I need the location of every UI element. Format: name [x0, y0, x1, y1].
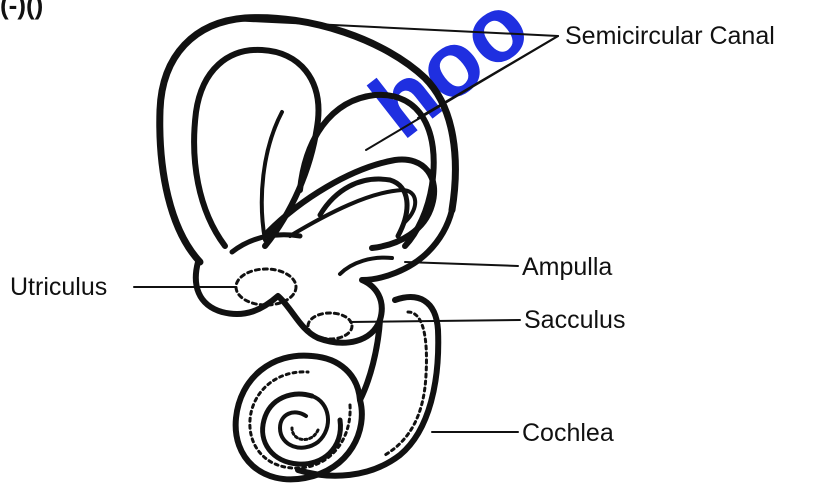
leader-sacculus	[350, 320, 520, 322]
corner-heading-fragment: (-)()	[0, 0, 43, 20]
utriculus-outline	[236, 269, 296, 305]
cochlea-drawing	[236, 297, 439, 479]
label-cochlea: Cochlea	[522, 419, 614, 447]
label-semicircular-canal: Semicircular Canal	[565, 22, 775, 50]
sacculus-outline	[308, 313, 352, 339]
label-sacculus: Sacculus	[524, 306, 625, 334]
label-ampulla: Ampulla	[522, 253, 612, 281]
leader-ampulla	[405, 262, 518, 266]
label-utriculus: Utriculus	[10, 273, 107, 301]
